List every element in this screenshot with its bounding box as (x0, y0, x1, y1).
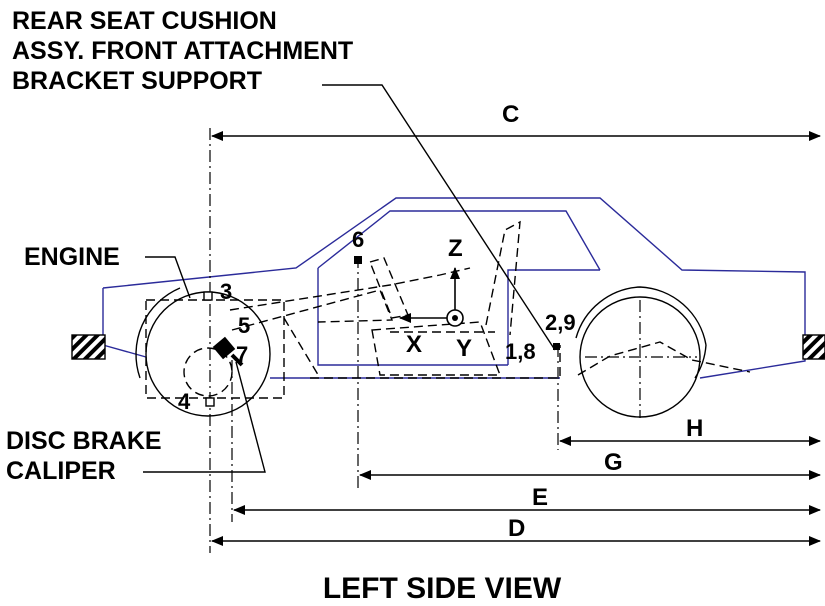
axis-label-x: X (406, 331, 422, 358)
leader-lines (143, 84, 556, 473)
point-label-2-9: 2,9 (545, 310, 576, 335)
axis-label-y: Y (456, 335, 472, 362)
rear-seat-callout-line1: REAR SEAT CUSHION (12, 7, 277, 35)
point-label-4: 4 (178, 389, 191, 414)
point-marker-1-8 (553, 343, 560, 350)
brake-caliper-marker (212, 336, 244, 367)
dimension-label-e: E (532, 484, 548, 511)
dimension-label-g: G (604, 449, 623, 476)
rear-seat-callout-line2: ASSY. FRONT ATTACHMENT (12, 37, 353, 65)
front-bumper (71, 334, 106, 360)
rear-bumper (802, 334, 825, 360)
point-marker-6 (354, 256, 362, 264)
point-label-3: 3 (220, 279, 232, 304)
dimension-label-h: H (686, 415, 703, 442)
point-label-6: 6 (352, 227, 364, 252)
point-label-7: 7 (236, 342, 248, 367)
axis-label-z: Z (448, 235, 463, 262)
engine-callout: ENGINE (24, 243, 120, 271)
dimension-lines (211, 131, 821, 546)
rear-wheel (575, 286, 751, 418)
disc-brake-callout-line2: CALIPER (6, 457, 116, 485)
axis-triad (399, 267, 464, 327)
dimension-label-d: D (508, 515, 525, 542)
point-label-5: 5 (238, 313, 250, 338)
point-label-1-8: 1,8 (505, 339, 536, 364)
point-marker-3 (203, 291, 213, 301)
point-marker-4 (205, 397, 215, 407)
rear-seat-callout-line3: BRACKET SUPPORT (12, 67, 262, 95)
disc-brake-callout-line1: DISC BRAKE (6, 427, 162, 455)
dimension-label-c: C (502, 101, 519, 128)
engine-outline (145, 299, 321, 399)
view-title: LEFT SIDE VIEW (323, 572, 562, 605)
